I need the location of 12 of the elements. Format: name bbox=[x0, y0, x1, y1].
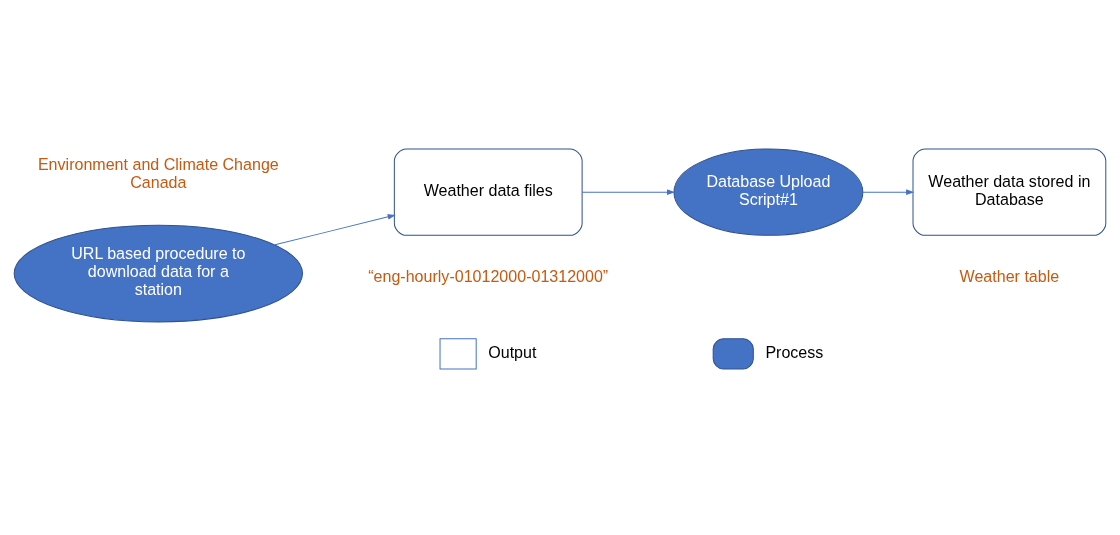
node-label: “eng-hourly-01012000-01312000” bbox=[368, 267, 609, 286]
node-label: Weather table bbox=[959, 267, 1060, 286]
arrow bbox=[862, 189, 914, 195]
node-box: Weather data files bbox=[393, 148, 583, 236]
node-box: Weather data stored in Database bbox=[912, 148, 1107, 236]
node-ellipse: URL based procedure to download data for a station bbox=[13, 224, 303, 323]
arrow bbox=[274, 214, 395, 246]
node-label: Environment and Climate Change Canada bbox=[37, 154, 279, 191]
legend-label: Process bbox=[765, 342, 824, 361]
node-ellipse: Database Upload Script#1 bbox=[673, 148, 864, 236]
legend-label: Output bbox=[488, 342, 537, 361]
arrow bbox=[581, 189, 674, 195]
